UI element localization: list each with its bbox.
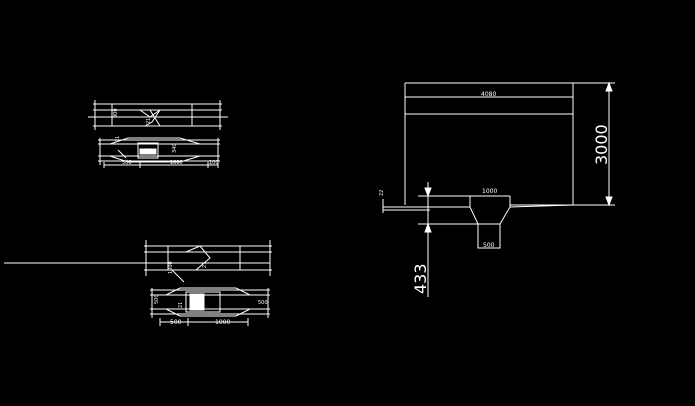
view-b-top-label: 21 — [202, 262, 208, 268]
view-b-cross — [185, 245, 211, 271]
view-a-mid-label: 1000 — [170, 160, 183, 166]
view-a-left-label: 500 — [122, 160, 132, 166]
view-c-width-label: 4080 — [481, 91, 496, 98]
view-c-depth-arrow-bottom — [424, 222, 432, 233]
view-c-section: 4080 3000 22 1000 500 433 — [379, 81, 615, 297]
view-c-funnel — [469, 206, 511, 249]
view-c-floor-right — [509, 204, 574, 208]
view-c-dim-arrow-top — [605, 81, 613, 92]
view-b-plan-taper-bottom — [165, 308, 251, 317]
view-c-left-label: 22 — [379, 190, 385, 196]
view-b-mid-label: 1000 — [168, 261, 174, 274]
view-a-diagonal — [149, 109, 161, 127]
view-b-slope — [171, 269, 185, 283]
view-b-bottom-right: 1000 — [215, 319, 230, 326]
view-a-cross — [139, 109, 161, 127]
view-a-right-label: 100 — [209, 160, 219, 166]
view-a-top-label: 800 — [113, 108, 119, 118]
view-b-side-left: 500 — [154, 294, 160, 304]
view-c-depth-label: 433 — [411, 263, 430, 294]
view-a-section: 800 21 21 340 500 1000 100 — [88, 100, 228, 168]
view-a-angle-label: 21 — [146, 118, 152, 124]
view-a-plan-taper-top — [109, 137, 201, 145]
view-c-base-label: 500 — [483, 242, 495, 249]
view-b-core-box — [185, 291, 221, 313]
view-b-core-fill — [189, 293, 205, 311]
view-b-section: 1000 21 500 500 21 500 1000 — [4, 240, 272, 326]
view-b-bottom-left: 500 — [170, 319, 182, 326]
view-a-plan-taper-bottom — [109, 155, 201, 163]
view-a-angle-mark: 21 — [115, 136, 121, 142]
view-a-side-label: 340 — [172, 143, 178, 153]
view-a-hook — [117, 149, 127, 159]
view-c-dim-arrow-bottom — [605, 196, 613, 207]
view-c-depth-arrow-top — [424, 187, 432, 198]
view-a-core-fill — [139, 148, 157, 155]
view-b-vert-label: 21 — [178, 302, 184, 308]
view-b-plan-taper-top — [165, 287, 251, 296]
view-a-core-box — [137, 142, 159, 159]
view-b-side-right: 500 — [258, 300, 268, 306]
view-c-neck-label: 1000 — [482, 188, 497, 195]
view-c-height-label: 3000 — [592, 124, 611, 165]
